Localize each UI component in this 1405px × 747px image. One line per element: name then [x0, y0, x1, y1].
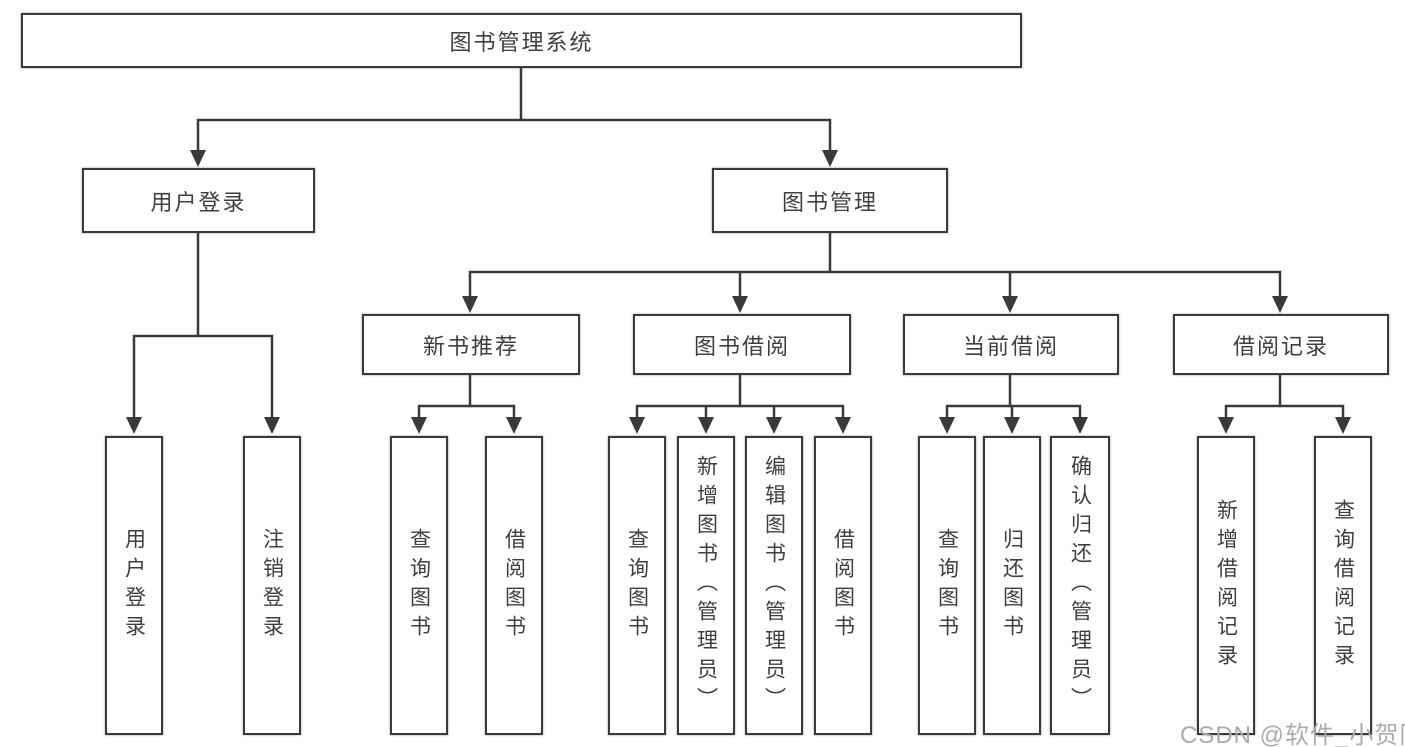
- csdn-watermark: CSDN @软件_小贺同学: [1180, 722, 1405, 747]
- leaf-bb-borrow-book: 借阅图书: [814, 436, 872, 735]
- leaf-bb-query-book: 查询图书: [608, 436, 666, 735]
- edge-borrow-split: [635, 404, 845, 420]
- arrow-down-icon: [506, 417, 522, 434]
- leaf-bb-edit-book: 编辑图书（管理员）: [745, 436, 803, 735]
- arrowheads: [126, 150, 1351, 434]
- node-borrowing-records: 借阅记录: [1173, 314, 1389, 375]
- node-borrowing-records-label: 借阅记录: [1232, 333, 1329, 359]
- node-new-book-recommendation: 新书推荐: [362, 314, 580, 375]
- leaf-rec-query-book-label: 查询图书: [407, 527, 431, 644]
- leaf-br-add-record: 新增借阅记录: [1197, 436, 1255, 735]
- arrow-down-icon: [835, 417, 851, 434]
- edge-user-login-split: [132, 231, 274, 420]
- leaf-cb-return-book-label: 归还图书: [1000, 527, 1024, 644]
- leaf-cb-confirm-return: 确认归还（管理员）: [1050, 436, 1110, 735]
- node-book-borrowing-label: 图书借阅: [693, 333, 790, 359]
- node-book-management-label: 图书管理: [781, 189, 878, 215]
- arrow-down-icon: [264, 417, 280, 434]
- edge-records-split: [1224, 404, 1345, 420]
- leaf-bb-borrow-book-label: 借阅图书: [831, 527, 855, 644]
- arrow-down-icon: [1272, 296, 1288, 313]
- node-current-borrowing: 当前借阅: [903, 314, 1119, 375]
- leaf-cb-return-book: 归还图书: [983, 436, 1041, 735]
- arrow-down-icon: [190, 150, 206, 167]
- arrow-down-icon: [629, 417, 645, 434]
- edge-root-split: [196, 66, 832, 153]
- leaf-cb-query-book-label: 查询图书: [935, 527, 959, 644]
- leaf-rec-borrow-book: 借阅图书: [485, 436, 543, 735]
- arrow-down-icon: [1004, 417, 1020, 434]
- node-user-login-label: 用户登录: [150, 189, 247, 215]
- edge-l3-stems: [468, 373, 1282, 408]
- leaf-user-login: 用户登录: [105, 436, 163, 735]
- leaf-cb-confirm-return-label: 确认归还（管理员）: [1068, 455, 1092, 716]
- leaf-rec-borrow-book-label: 借阅图书: [502, 527, 526, 644]
- arrow-down-icon: [939, 417, 955, 434]
- node-new-book-recommendation-label: 新书推荐: [422, 333, 519, 359]
- leaf-br-query-record-label: 查询借阅记录: [1331, 498, 1355, 673]
- leaf-br-add-record-label: 新增借阅记录: [1214, 498, 1238, 673]
- edge-rec-split: [417, 404, 516, 420]
- arrow-down-icon: [698, 417, 714, 434]
- node-user-login: 用户登录: [82, 168, 315, 233]
- leaf-bb-query-book-label: 查询图书: [625, 527, 649, 644]
- leaf-cb-query-book: 查询图书: [918, 436, 976, 735]
- node-root-label: 图书管理系统: [449, 29, 594, 55]
- leaf-rec-query-book: 查询图书: [390, 436, 448, 735]
- edge-book-mgmt-split: [468, 231, 1282, 299]
- arrow-down-icon: [732, 296, 748, 313]
- arrow-down-icon: [462, 296, 478, 313]
- node-root: 图书管理系统: [21, 13, 1022, 68]
- node-book-management: 图书管理: [712, 168, 948, 233]
- node-current-borrowing-label: 当前借阅: [962, 333, 1059, 359]
- arrow-down-icon: [411, 417, 427, 434]
- edge-current-split: [945, 404, 1082, 420]
- leaf-logout-label: 注销登录: [260, 527, 284, 644]
- leaf-br-query-record: 查询借阅记录: [1314, 436, 1372, 735]
- arrow-down-icon: [1072, 417, 1088, 434]
- arrow-down-icon: [1218, 417, 1234, 434]
- arrow-down-icon: [1335, 417, 1351, 434]
- leaf-user-login-label: 用户登录: [122, 527, 146, 644]
- leaf-bb-add-book-label: 新增图书（管理员）: [694, 455, 718, 716]
- arrow-down-icon: [766, 417, 782, 434]
- node-book-borrowing: 图书借阅: [633, 314, 851, 375]
- leaf-bb-add-book: 新增图书（管理员）: [677, 436, 735, 735]
- arrow-down-icon: [126, 417, 142, 434]
- leaf-bb-edit-book-label: 编辑图书（管理员）: [762, 455, 786, 716]
- arrow-down-icon: [822, 150, 838, 167]
- arrow-down-icon: [1002, 296, 1018, 313]
- leaf-logout: 注销登录: [243, 436, 301, 735]
